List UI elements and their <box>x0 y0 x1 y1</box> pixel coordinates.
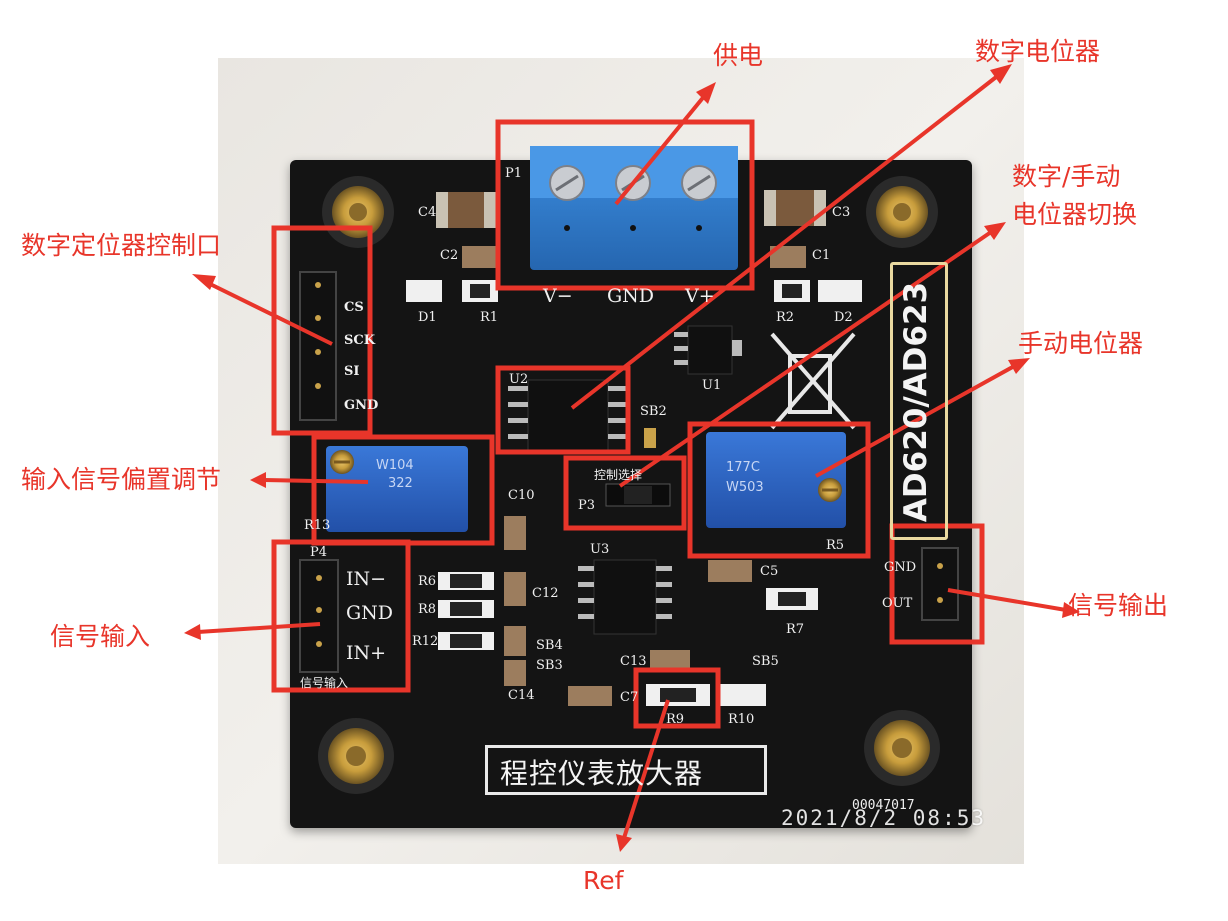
label-manual-pot: 手动电位器 <box>1018 329 1144 358</box>
model-strip <box>890 262 948 540</box>
smd-resistors <box>406 280 862 706</box>
mounting-hole-bottom-left <box>318 718 394 794</box>
label-ref: Ref <box>583 866 624 895</box>
silk-sb4: SB4 <box>536 638 563 653</box>
silk-r6: R6 <box>418 574 437 589</box>
silk-r1: R1 <box>480 310 499 325</box>
trimmer-left <box>326 446 468 532</box>
silk-r2: R2 <box>776 310 795 325</box>
output-pin-label-out: OUT <box>882 596 913 611</box>
silk-c14: C14 <box>508 688 535 703</box>
silk-c7: C7 <box>620 690 639 705</box>
label-digital-pot: 数字电位器 <box>975 37 1101 66</box>
smd-capacitors <box>436 190 826 706</box>
silk-sb5: SB5 <box>752 654 779 669</box>
ic-u2-digital-pot <box>508 379 628 453</box>
label-signal-output: 信号输出 <box>1068 591 1169 620</box>
box-power <box>495 119 755 291</box>
label-switch-line2: 电位器切换 <box>1012 200 1138 229</box>
label-power: 供电 <box>713 41 764 70</box>
mounting-hole-bottom-right <box>864 710 940 786</box>
silk-p3: P3 <box>578 498 596 513</box>
output-pin-header <box>921 547 959 621</box>
silk-p1: P1 <box>505 166 523 181</box>
mounting-hole-top-right <box>866 176 938 248</box>
pin-label-gnd: GND <box>344 398 379 413</box>
pin-label-si: SI <box>344 364 360 379</box>
pot-left-marking-2: 322 <box>388 476 413 491</box>
box-digital-pot <box>495 365 631 455</box>
board-title-frame <box>485 745 767 795</box>
label-offset-adjust: 输入信号偏置调节 <box>21 465 222 494</box>
output-pin-label-gnd: GND <box>884 560 917 575</box>
terminal-label-vminus: V− <box>543 285 573 307</box>
silk-c1: C1 <box>812 248 831 263</box>
annotation-arrows <box>184 64 1080 852</box>
silk-c12: C12 <box>532 586 559 601</box>
input-header-caption: 信号输入 <box>300 676 349 690</box>
silk-r12: R12 <box>412 634 439 649</box>
label-control-port: 数字定位器控制口 <box>21 231 222 260</box>
box-switch <box>563 455 687 531</box>
input-pin-label-gnd: GND <box>346 602 394 624</box>
control-select-jumper <box>605 428 671 507</box>
silk-p4: P4 <box>310 545 328 560</box>
control-pin-header <box>299 271 337 421</box>
pin-label-cs: CS <box>344 300 364 315</box>
control-select-label: 控制选择 <box>594 468 643 482</box>
board-model: AD620/AD623 <box>898 281 934 523</box>
silk-d2: D2 <box>834 310 853 325</box>
silk-c5: C5 <box>760 564 779 579</box>
box-signal-output <box>889 523 985 645</box>
silk-c10: C10 <box>508 488 535 503</box>
weee-symbol <box>770 332 856 430</box>
pot-right-marking-1: 177C <box>726 460 760 475</box>
photo-timestamp: 2021/8/2 08:53 <box>781 806 987 830</box>
silk-sb2: SB2 <box>640 404 667 419</box>
board-serial: 00047017 <box>852 798 915 813</box>
silk-u3: U3 <box>590 542 610 557</box>
mounting-hole-top-left <box>322 176 394 248</box>
silk-u2: U2 <box>509 372 529 387</box>
trimmer-right <box>706 432 846 528</box>
terminal-label-vplus: V+ <box>685 285 715 307</box>
silk-u1: U1 <box>702 378 722 393</box>
input-pin-header <box>299 559 339 673</box>
silk-c2: C2 <box>440 248 459 263</box>
label-signal-input: 信号输入 <box>50 622 151 651</box>
box-manual-pot <box>687 421 871 559</box>
input-pin-label-in-plus: IN+ <box>346 642 387 664</box>
silk-r9: R9 <box>666 712 685 727</box>
pin-label-sck: SCK <box>344 333 376 348</box>
annotation-boxes <box>271 119 985 729</box>
board-title: 程控仪表放大器 <box>500 757 704 790</box>
silk-c3: C3 <box>832 205 851 220</box>
silk-r8: R8 <box>418 602 437 617</box>
box-ref <box>633 667 721 729</box>
silk-c4: C4 <box>418 205 437 220</box>
terminal-label-gnd: GND <box>607 285 655 307</box>
label-switch-line1: 数字/手动 <box>1012 162 1121 191</box>
ic-u3-amplifier <box>578 559 672 635</box>
silk-r5: R5 <box>826 538 845 553</box>
silk-r7: R7 <box>786 622 805 637</box>
silk-sb3: SB3 <box>536 658 563 673</box>
silk-c13: C13 <box>620 654 647 669</box>
box-control-port <box>271 225 373 436</box>
input-pin-label-in-minus: IN− <box>346 568 387 590</box>
power-terminal-block <box>530 146 738 270</box>
ic-u1-regulator <box>674 325 742 375</box>
silk-r13: R13 <box>304 518 331 533</box>
pot-right-marking-2: W503 <box>726 480 764 495</box>
silk-d1: D1 <box>418 310 437 325</box>
box-signal-input <box>271 539 411 693</box>
silk-r10: R10 <box>728 712 755 727</box>
pot-left-marking-1: W104 <box>376 458 414 473</box>
